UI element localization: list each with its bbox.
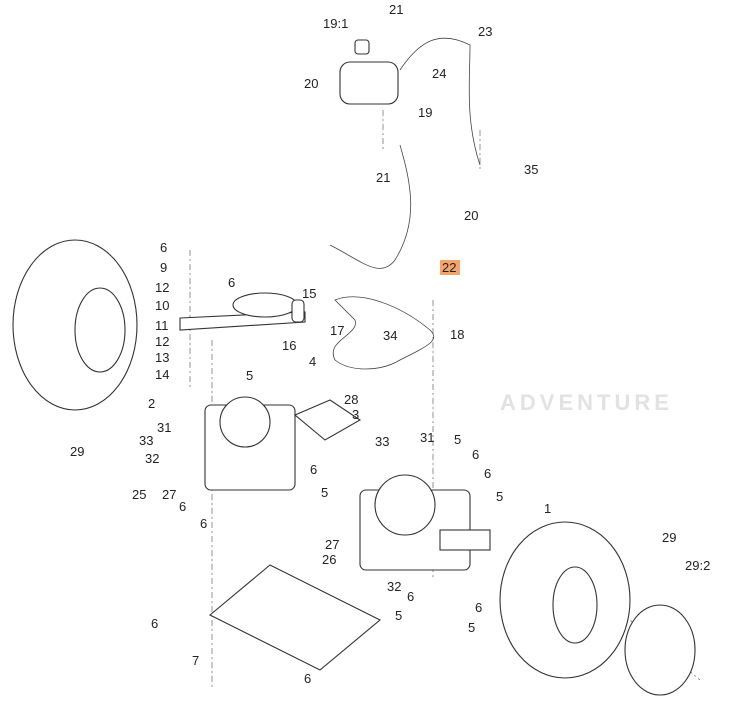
callout-label: 5 [246, 368, 253, 383]
callout-label: 29 [70, 444, 84, 459]
callout-label: 6 [310, 462, 317, 477]
callout-label: 27 [162, 487, 176, 502]
callout-label: 35 [524, 162, 538, 177]
callout-label: 20 [464, 208, 478, 223]
callout-label: 5 [468, 620, 475, 635]
callout-label: 27 [325, 537, 339, 552]
drive-belt [332, 296, 435, 370]
callout-label: 31 [157, 420, 171, 435]
callout-label: 7 [192, 653, 199, 668]
callout-label: 12 [155, 280, 169, 295]
bracket-3 [293, 399, 362, 441]
callout-label: 19:1 [323, 16, 348, 31]
callout-label: 22 [442, 260, 456, 275]
callout-label: 11 [155, 318, 169, 333]
callout-label: 20 [304, 76, 318, 91]
fuel-hose-23 [399, 37, 481, 166]
callout-label: 13 [155, 350, 169, 365]
callout-label: 34 [383, 328, 397, 343]
callout-label: 5 [454, 432, 461, 447]
callout-label: 6 [475, 600, 482, 615]
callout-label: 21 [376, 170, 390, 185]
left-transaxle [204, 396, 296, 491]
callout-label: 1 [544, 501, 551, 516]
callout-label: 15 [302, 286, 316, 301]
callout-label: 33 [375, 434, 389, 449]
callout-label: 6 [151, 616, 158, 631]
callout-label: 6 [484, 466, 491, 481]
callout-label: 33 [139, 433, 153, 448]
watermark: ADVENTURE [500, 390, 673, 415]
callout-highlight [440, 260, 460, 275]
left-tire [12, 239, 138, 411]
callout-label: 28 [344, 392, 358, 407]
callout-label: 6 [179, 499, 186, 514]
callout-label: 10 [155, 298, 169, 313]
callout-label: 29:2 [685, 558, 710, 573]
idler-arm [179, 292, 306, 331]
callout-label: 6 [160, 240, 167, 255]
callout-label: 5 [395, 608, 402, 623]
fuel-tank [339, 39, 399, 105]
callout-label: 6 [304, 671, 311, 686]
callout-label: 2 [148, 396, 155, 411]
callout-label: 9 [160, 260, 167, 275]
callout-label: 25 [132, 487, 146, 502]
callout-label: 26 [322, 552, 336, 567]
callout-label: 17 [330, 323, 344, 338]
callout-label: 6 [472, 447, 479, 462]
callout-label: 32 [387, 579, 401, 594]
callout-label: 6 [407, 589, 414, 604]
callout-label: 24 [432, 66, 446, 81]
callout-label: 23 [478, 24, 492, 39]
right-transaxle [359, 474, 491, 571]
callout-label: 19 [418, 105, 432, 120]
callout-label: 5 [496, 489, 503, 504]
right-tire [499, 521, 696, 696]
callout-label: 4 [309, 354, 316, 369]
callout-label: 6 [228, 275, 235, 290]
callout-label: 32 [145, 451, 159, 466]
callout-label: 21 [389, 2, 403, 17]
callout-label: 14 [155, 367, 169, 382]
callout-label: 12 [155, 334, 169, 349]
frame-7 [209, 564, 381, 671]
callout-label: 31 [420, 430, 434, 445]
callout-label: 16 [282, 338, 296, 353]
callout-label: 5 [321, 485, 328, 500]
callout-label: 3 [352, 407, 359, 422]
callout-label: 18 [450, 327, 464, 342]
fuel-hose-22 [329, 144, 412, 269]
callout-label: 29 [662, 530, 676, 545]
callout-label: 6 [200, 516, 207, 531]
